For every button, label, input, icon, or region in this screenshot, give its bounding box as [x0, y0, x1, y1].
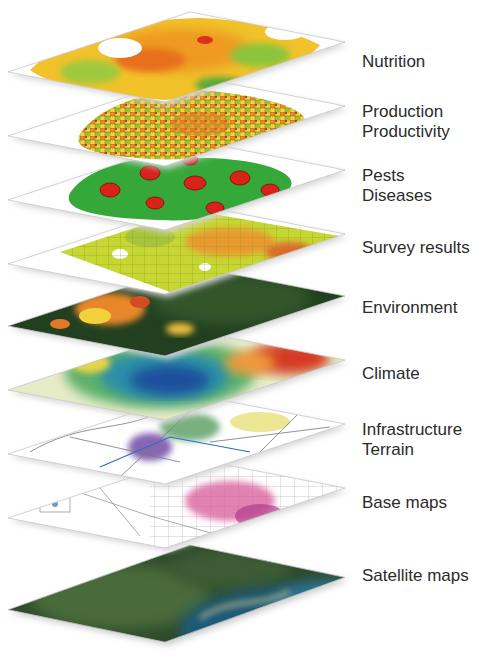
layer-label: Environment: [362, 298, 457, 318]
layer-label: Pests Diseases: [362, 166, 466, 206]
layer-label: Nutrition: [362, 52, 425, 72]
layer-label: Infrastructure Terrain: [362, 420, 466, 460]
layer-label: Climate: [362, 364, 420, 384]
layer-label: Satellite maps: [362, 566, 469, 586]
layer-label: Production Productivity: [362, 102, 466, 142]
layer-label: Base maps: [362, 493, 447, 513]
layer-label: Survey results: [362, 238, 470, 258]
